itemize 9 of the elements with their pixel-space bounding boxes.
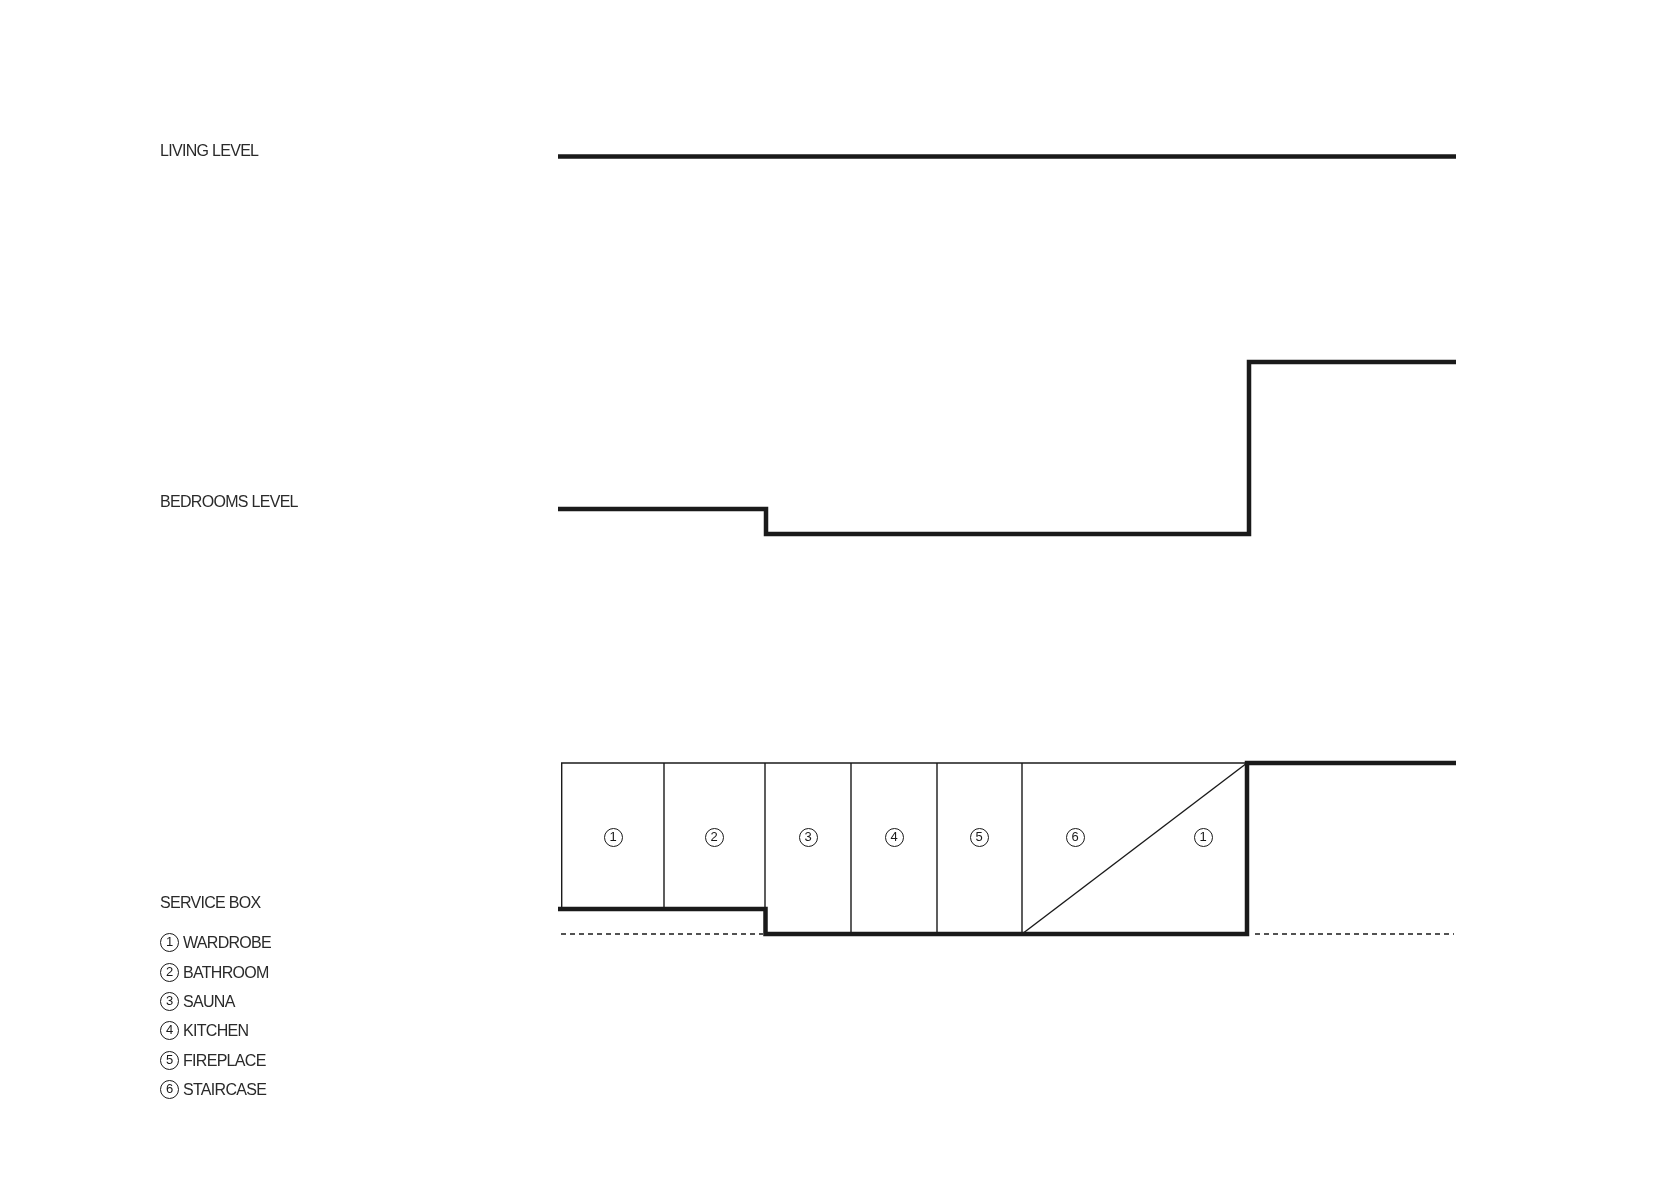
- room-name: BATHROOM: [183, 962, 269, 982]
- level-label: LIVING LEVEL: [160, 142, 259, 160]
- room-name: STAIRCASE: [183, 1079, 267, 1099]
- legend-heading: SERVICE BOX: [160, 894, 261, 912]
- room-name: WARDROBE: [183, 932, 272, 952]
- room-name: SAUNA: [183, 991, 235, 1011]
- level-label: BEDROOMS LEVEL: [160, 493, 298, 511]
- room-name: KITCHEN: [183, 1020, 249, 1040]
- room-name: FIREPLACE: [183, 1050, 266, 1070]
